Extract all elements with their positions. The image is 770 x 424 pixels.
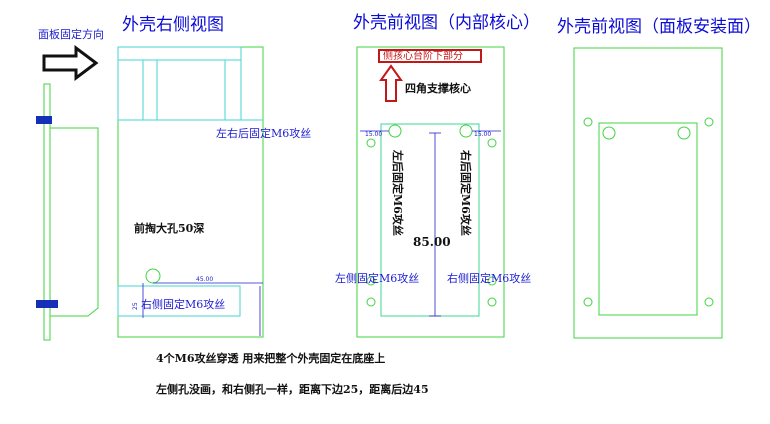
title-front-panel: 外壳前视图（面板安装面） (557, 17, 761, 37)
dim-45: 45.00 (196, 276, 213, 283)
m6-hole (145, 268, 161, 284)
label-right-side-m6-a: 右侧固定M6攻丝 (141, 297, 225, 311)
title-front-core: 外壳前视图（内部核心） (353, 13, 540, 33)
dim-85: 85.00 (413, 235, 451, 249)
front-core-view (356, 46, 505, 338)
side-profile (36, 83, 99, 341)
label-left-side-m6: 左侧固定M6攻丝 (335, 271, 419, 285)
dim-25: 25 (132, 302, 139, 310)
right-side-view (117, 46, 264, 338)
note-2: 左侧孔没画，和右侧孔一样，距离下边25，距离后边45 (155, 382, 429, 396)
front-panel-view (573, 47, 723, 339)
label-left-right-rear-m6: 左右后固定M6攻丝 (216, 126, 311, 140)
core-hole-tr (459, 124, 473, 138)
title-right-view: 外壳右侧视图 (122, 15, 224, 35)
core-highlight-box (378, 49, 482, 63)
note-1: 4个M6攻丝穿透 用来把整个外壳固定在底座上 (156, 351, 385, 365)
label-right-side-m6-b: 右侧固定M6攻丝 (447, 271, 531, 285)
panel-direction-label: 面板固定方向 (38, 27, 104, 41)
red-up-arrow-icon (379, 64, 403, 102)
bottom-bracket (36, 300, 58, 308)
label-four-corner: 四角支撑核心 (405, 81, 471, 95)
core-hole-tl (388, 124, 402, 138)
direction-arrow-icon (42, 45, 99, 81)
dim-15-right: 15.00 (474, 131, 491, 138)
label-front-hole: 前掏大孔50深 (134, 221, 204, 235)
top-bracket (36, 116, 52, 124)
dim-15-left: 15.00 (365, 131, 382, 138)
label-left-rear-fix: 左后固定M6攻丝 (391, 149, 405, 236)
label-right-rear-fix: 右后固定M6攻丝 (459, 149, 473, 236)
label-core-highlight: 侧孩心台阶下部分 (383, 49, 463, 62)
